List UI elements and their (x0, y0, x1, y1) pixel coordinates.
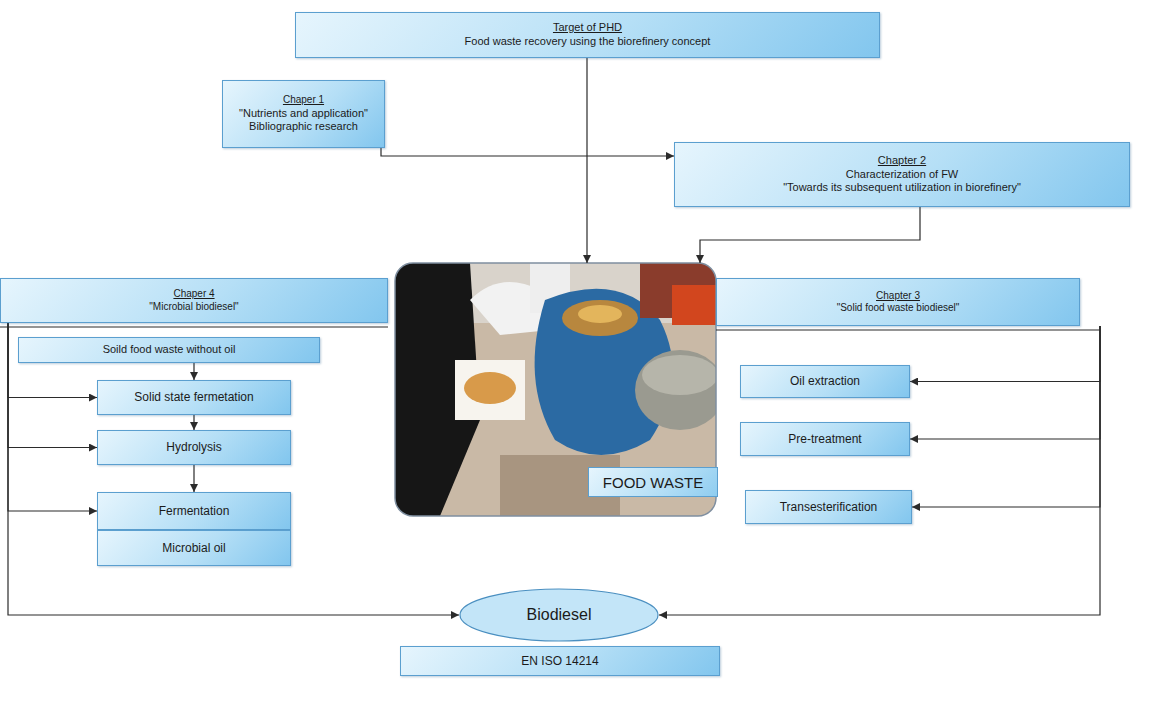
chapter-box: Chapter 2Characterization of FW"Towards … (674, 142, 1130, 207)
chapter-heading: Chapter 3 (876, 290, 920, 303)
chapter-heading: Chaper 1 (283, 94, 324, 107)
underline-rule (716, 329, 1100, 330)
flow-arrow (910, 326, 1100, 439)
chapter-heading: Chaper 4 (173, 288, 214, 301)
flow-arrow (912, 326, 1100, 507)
chapter-heading: Target of PHD (553, 21, 622, 35)
flow-arrow (659, 326, 1100, 615)
node-text: Oil extraction (790, 374, 860, 389)
node-text: "Nutrients and application" (239, 107, 368, 121)
node-text: Fermentation (159, 504, 230, 519)
process-box: Hydrolysis (97, 430, 291, 465)
node-text: "Solid food waste biodiesel" (837, 302, 960, 315)
node-text: Transesterification (780, 500, 878, 515)
flow-arrow (193, 415, 194, 430)
standard-box: EN ISO 14214 (400, 646, 720, 676)
process-box: Microbial oil (97, 530, 291, 566)
goal-box: Target of PHDFood waste recovery using t… (295, 12, 880, 58)
flow-arrow (910, 326, 1100, 382)
photo-frame: FOOD WASTE (395, 263, 716, 516)
process-box: Oil extraction (740, 365, 910, 398)
chapter-box: Chaper 4"Microbial biodiesel" (0, 278, 388, 323)
node-text: Hydrolysis (166, 440, 221, 455)
chapter-box: Chapter 3"Solid food waste biodiesel" (716, 278, 1080, 326)
node-text: Biodiesel (527, 605, 592, 625)
process-box: Solid state fermetation (97, 380, 291, 415)
process-box: Soild food waste without oil (18, 337, 320, 363)
chapter-heading: Chapter 2 (878, 154, 926, 168)
node-text: Food waste recovery using the biorefiner… (465, 35, 711, 49)
chapter-box: Chaper 1"Nutrients and application"Bibli… (222, 80, 385, 148)
flow-arrow (381, 148, 674, 156)
result-ellipse: Biodiesel (459, 588, 659, 642)
node-text: EN ISO 14214 (521, 654, 598, 669)
node-text: Characterization of FW (846, 168, 958, 182)
flow-arrow (8, 323, 459, 615)
node-text: Microbial oil (162, 541, 225, 556)
flow-arrow (193, 363, 194, 380)
node-text: FOOD WASTE (588, 467, 718, 497)
flow-arrow (700, 207, 920, 263)
node-text: Soild food waste without oil (103, 343, 236, 357)
flow-arrow (193, 465, 194, 492)
node-text: Bibliographic research (249, 120, 358, 134)
node-text: "Microbial biodiesel" (149, 301, 238, 314)
node-text: Solid state fermetation (134, 390, 253, 405)
node-text: "Towards its subsequent utilization in b… (783, 181, 1021, 195)
process-box: Transesterification (745, 490, 912, 524)
process-box: Pre-treatment (740, 422, 910, 456)
process-box: Fermentation (97, 492, 291, 530)
underline-rule (0, 326, 388, 327)
node-text: Pre-treatment (788, 432, 861, 447)
flow-arrow (586, 58, 587, 263)
